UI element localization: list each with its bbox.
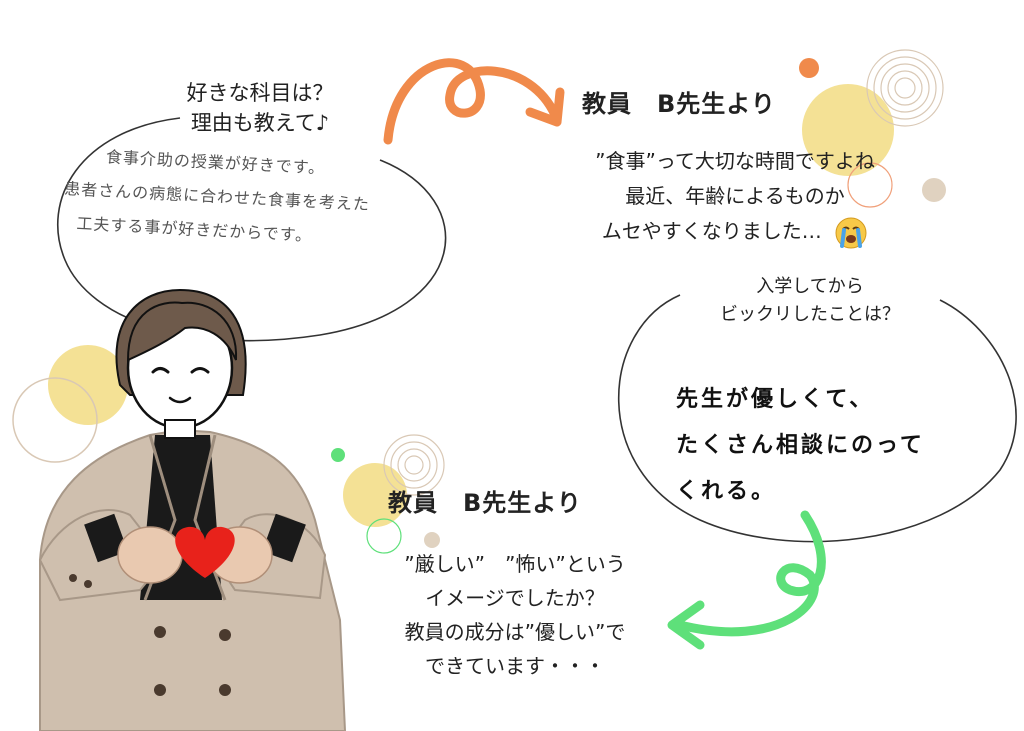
ring-green xyxy=(366,518,402,554)
question-2: 入学してから ビックリしたことは？ xyxy=(700,273,920,329)
reply-1: ”食事”って大切な時間ですよね 最近、年齢によるものか ムセやすくなりました… xyxy=(520,144,950,250)
dot-green xyxy=(331,448,345,462)
teacher-illustration xyxy=(38,288,347,731)
reply-1-line: 最近、年齢によるものか xyxy=(625,184,845,208)
dot-yellow-mid xyxy=(343,463,407,527)
question-1-line: 理由も教えて♪ xyxy=(190,111,330,135)
reply-2-line: 教員の成分は”優しい”で xyxy=(404,620,626,644)
reply-2: ”厳しい” ”怖い”という イメージでしたか？ 教員の成分は”優しい”で できて… xyxy=(360,547,670,683)
dot-orange xyxy=(799,58,819,78)
green-arrow-head xyxy=(667,600,705,650)
reply-1-line: ”食事”って大切な時間ですよね xyxy=(595,149,875,173)
question-2-line: ビックリしたことは？ xyxy=(720,304,900,325)
reply-1-line: ムセやすくなりました… xyxy=(601,219,822,243)
question-1: 好きな科目は？ 理由も教えて♪ xyxy=(160,78,360,138)
dot-yellow-left xyxy=(48,345,128,425)
green-arrow xyxy=(675,510,826,637)
handwritten-answer-2: 先生が優しくて、 たくさん相談にのって くれる。 xyxy=(676,376,996,514)
spiral-decoration-mid xyxy=(383,434,445,496)
handwritten-line: たくさん相談にのって xyxy=(676,432,925,458)
handwritten-line: くれる。 xyxy=(676,478,777,504)
heart-icon xyxy=(175,526,235,578)
crying-face-icon xyxy=(835,217,867,248)
orange-arrow-head xyxy=(525,87,565,127)
reply-2-from: 教員 B先生より xyxy=(388,489,582,517)
reply-2-line: イメージでしたか？ xyxy=(425,586,605,610)
orange-arrow xyxy=(383,58,560,145)
question-1-line: 好きな科目は？ xyxy=(186,81,334,105)
ring-beige-left xyxy=(12,377,98,463)
reply-1-line-with-emoji: ムセやすくなりました… xyxy=(520,214,950,250)
reply-2-line: できています・・・ xyxy=(425,654,605,678)
handwritten-line: 先生が優しくて、 xyxy=(676,386,875,412)
dot-beige-mid xyxy=(424,532,440,548)
reply-2-line: ”厳しい” ”怖い”という xyxy=(404,552,626,576)
dot-yellow-large xyxy=(802,84,894,176)
question-2-line: 入学してから xyxy=(756,276,864,297)
ring-orange xyxy=(847,162,893,208)
spiral-decoration xyxy=(866,49,944,127)
reply-1-from: 教員 B先生より xyxy=(582,90,776,118)
speech-bubble-2 xyxy=(617,294,1017,543)
dot-beige xyxy=(922,178,946,202)
handwritten-answer-1: 食事介助の授業が好きです。 患者さんの病態に合わせた食事を考えた 工夫する事が好… xyxy=(62,138,447,260)
